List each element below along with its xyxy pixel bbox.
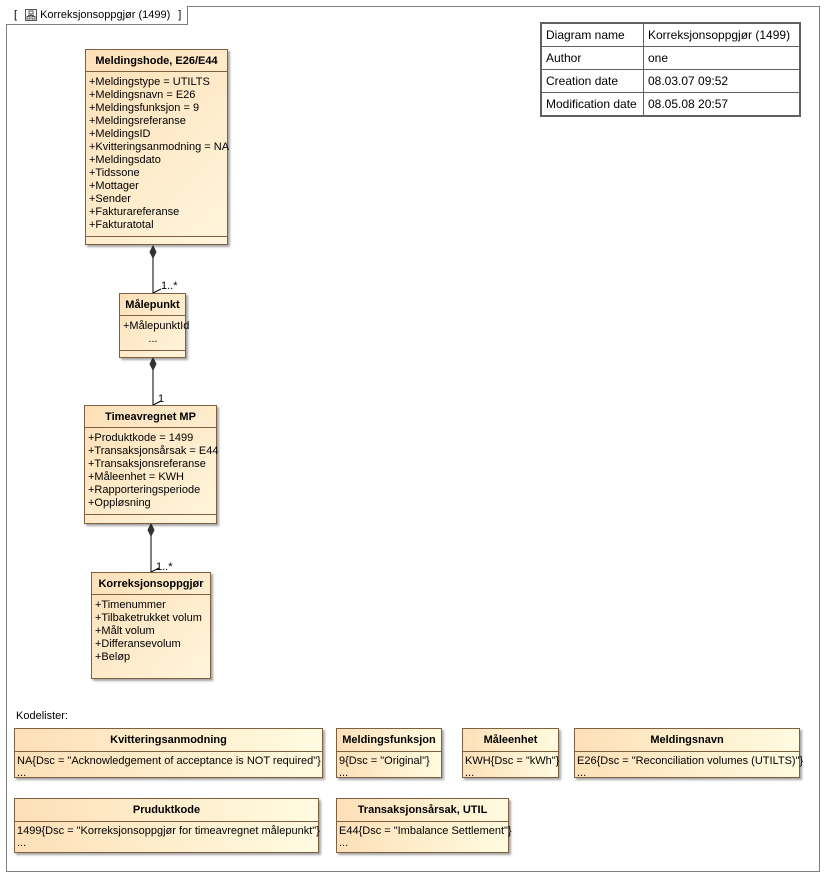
enum-meldingsnavn[interactable]: Meldingsnavn E26{Dsc = "Reconciliation v… [574, 728, 804, 779]
class-attribute: +Meldingsdato [89, 154, 161, 166]
info-key: Author [540, 46, 644, 70]
class-attribute: +Differansevolum [95, 638, 181, 650]
diagram-info-table: Diagram name Korreksjonsoppgjør (1499) A… [540, 22, 801, 117]
info-value: 08.05.08 20:57 [643, 92, 801, 117]
class-ellipsis: ... [148, 333, 158, 345]
enum-transaksjonsarsak[interactable]: Transaksjonsårsak, UTIL E44{Dsc = "Imbal… [336, 798, 512, 853]
enum-ellipsis: ... [339, 837, 349, 849]
kodelister-label: Kodelister: [16, 710, 68, 722]
class-attribute: +MålepunktId [123, 320, 190, 332]
class-attribute: +Sender [89, 193, 131, 205]
class-title: Korreksjonsoppgjør [98, 578, 204, 590]
class-attribute: +Transaksjonsårsak = E44 [88, 445, 219, 457]
class-attribute: +Meldingstype = UTILTS [89, 76, 210, 88]
class-korreksjonsoppgjor[interactable]: Korreksjonsoppgjør +Timenummer +Tilbaket… [91, 572, 211, 679]
info-key: Modification date [540, 92, 644, 117]
class-attribute: +Produktkode = 1499 [88, 432, 194, 444]
enum-title: Transaksjonsårsak, UTIL [357, 804, 488, 816]
composition-diamond [149, 356, 157, 372]
enum-ellipsis: ... [17, 837, 27, 849]
info-row: Creation date 08.03.07 09:52 [540, 69, 801, 93]
diagram-frame-tab: [ Korreksjonsoppgjør (1499) ] [6, 6, 189, 25]
class-title: Timeavregnet MP [105, 411, 196, 423]
class-attribute: +Fakturatotal [89, 219, 154, 231]
class-attribute: +Meldingsfunksjon = 9 [89, 102, 200, 114]
enum-ellipsis: ... [17, 767, 27, 779]
class-attribute: +MeldingsID [89, 128, 151, 140]
class-attribute: +Fakturareferanse [89, 206, 180, 218]
enum-literal: NA{Dsc = "Acknowledgement of acceptance … [17, 755, 321, 767]
enum-literal: 1499{Dsc = "Korreksjonsoppgjør for timea… [17, 825, 320, 837]
info-row: Modification date 08.05.08 20:57 [540, 92, 801, 117]
class-attribute: +Mottager [89, 180, 139, 192]
class-attribute: +Målt volum [95, 625, 155, 637]
enum-title: Kvitteringsanmodning [110, 734, 227, 746]
enum-title: Meldingsfunksjon [342, 734, 436, 746]
composition-diamond [149, 244, 157, 260]
enum-ellipsis: ... [339, 767, 349, 779]
class-attribute: +Oppløsning [88, 497, 151, 509]
class-attribute: +Tilbaketrukket volum [95, 612, 202, 624]
enum-literal: E26{Dsc = "Reconciliation volumes (UTILT… [577, 755, 804, 767]
multiplicity-label: 1 [158, 393, 165, 405]
class-timeavregnet-mp[interactable]: Timeavregnet MP +Produktkode = 1499 +Tra… [84, 405, 219, 524]
multiplicity-label: 1..* [156, 561, 173, 573]
class-attribute: +Måleenhet = KWH [88, 471, 184, 483]
enum-literal: KWH{Dsc = "kWh"} [465, 755, 560, 767]
class-title: Målepunkt [125, 299, 180, 311]
enum-pruduktkode[interactable]: Pruduktkode 1499{Dsc = "Korreksjonsoppgj… [14, 798, 320, 853]
composition-link-malepunkt-timeavregnet[interactable] [149, 356, 157, 405]
info-row: Diagram name Korreksjonsoppgjør (1499) [540, 22, 801, 47]
class-attribute: +Timenummer [95, 599, 166, 611]
enum-literal: 9{Dsc = "Original"} [339, 755, 430, 767]
class-attribute: +Kvitteringsanmodning = NA [89, 141, 230, 153]
frame-bracket-open: [ [14, 9, 18, 21]
info-key: Creation date [540, 69, 644, 93]
enum-title: Meldingsnavn [650, 734, 724, 746]
diagram-frame [6, 6, 820, 872]
class-title: Meldingshode, E26/E44 [95, 55, 218, 67]
info-value: 08.03.07 09:52 [643, 69, 801, 93]
enum-kvitteringsanmodning[interactable]: Kvitteringsanmodning NA{Dsc = "Acknowled… [14, 728, 323, 779]
enum-title: Pruduktkode [132, 804, 201, 816]
class-attribute: +Rapporteringsperiode [88, 484, 201, 496]
diagram-icon [25, 9, 38, 21]
class-attribute: +Meldingsreferanse [89, 115, 186, 127]
class-attribute: +Meldingsnavn = E26 [89, 89, 196, 101]
enum-meldingsfunksjon[interactable]: Meldingsfunksjon 9{Dsc = "Original"} ... [336, 728, 442, 779]
composition-link-timeavregnet-korreksjon[interactable] [147, 522, 155, 572]
info-value: Korreksjonsoppgjør (1499) [643, 22, 801, 47]
class-malepunkt[interactable]: Målepunkt +MålepunktId ... [119, 293, 190, 358]
frame-title: Korreksjonsoppgjør (1499) [40, 9, 171, 21]
class-meldingshode[interactable]: Meldingshode, E26/E44 +Meldingstype = UT… [85, 49, 230, 245]
enum-ellipsis: ... [465, 767, 475, 779]
enum-maleenhet[interactable]: Måleenhet KWH{Dsc = "kWh"} ... [462, 728, 560, 779]
composition-link-meldingshode-malepunkt[interactable] [149, 244, 157, 293]
class-attribute: +Tidssone [89, 167, 140, 179]
enum-ellipsis: ... [577, 767, 587, 779]
enum-literal: E44{Dsc = "Imbalance Settlement"} [339, 825, 512, 837]
class-attribute: +Beløp [95, 651, 131, 663]
class-attribute: +Transaksjonsreferanse [88, 458, 206, 470]
multiplicity-label: 1..* [161, 280, 178, 292]
composition-diamond [147, 522, 155, 538]
info-key: Diagram name [540, 22, 644, 47]
enum-title: Måleenhet [483, 734, 538, 746]
frame-bracket-close: ] [178, 9, 182, 21]
